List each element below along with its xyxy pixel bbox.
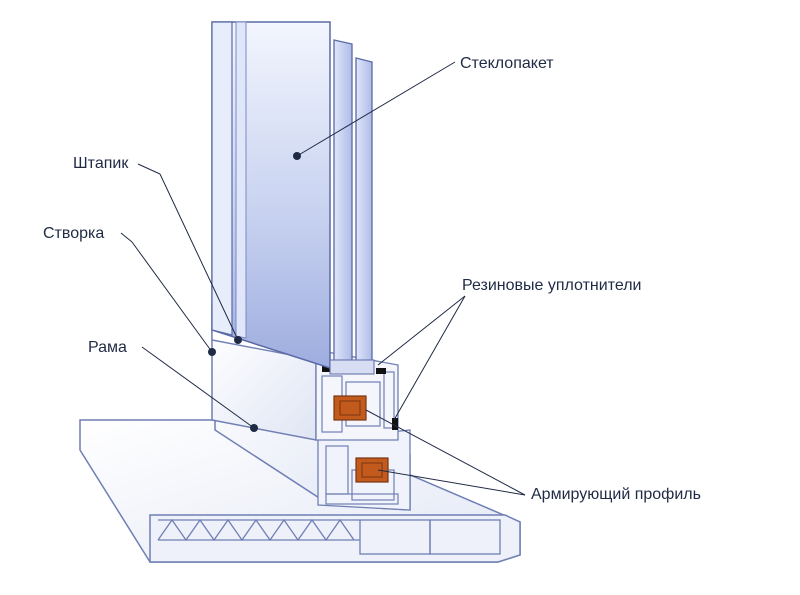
glass-unit: [211, 21, 375, 375]
label-glazing-bead: Штапик: [73, 155, 129, 172]
label-glass-unit: Стеклопакет: [460, 55, 554, 72]
label-reinforcing-profile: Армирующий профиль: [531, 486, 701, 503]
labels: Стеклопакет Штапик Створка Рама Резиновы…: [43, 55, 701, 503]
label-sash: Створка: [43, 225, 104, 242]
label-rubber-seals: Резиновые уплотнители: [462, 277, 641, 294]
frame-reinforcement: [355, 457, 389, 483]
leaders: [120, 61, 526, 496]
label-frame: Рама: [88, 339, 127, 356]
window-sill: [79, 419, 521, 563]
sash-reinforcement: [333, 395, 367, 421]
